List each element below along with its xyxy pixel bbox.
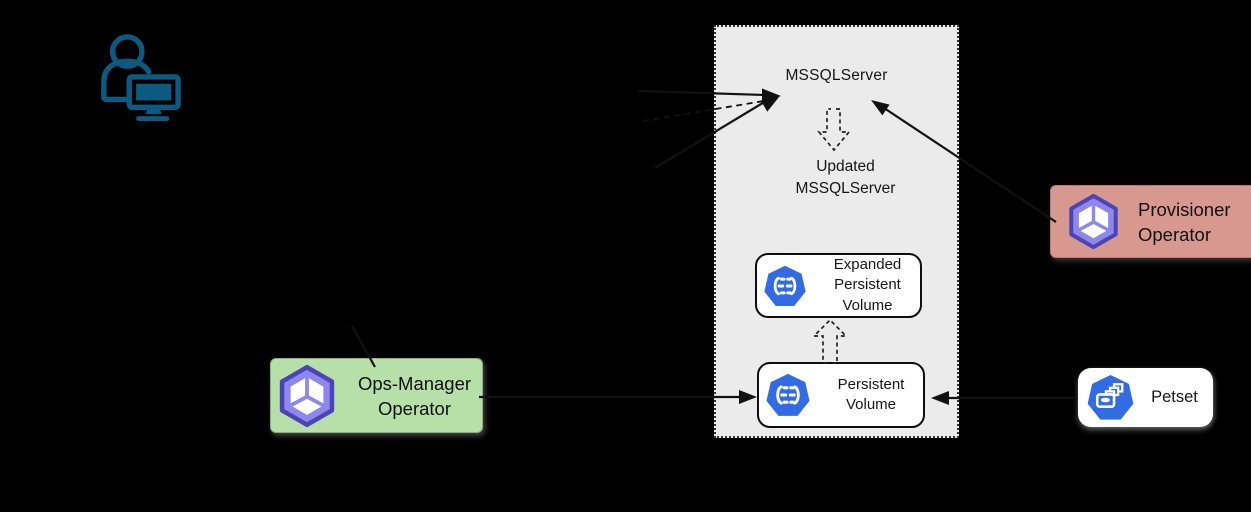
- operator-cube-icon: [1051, 193, 1130, 250]
- petset-icon: [1078, 372, 1142, 423]
- updated-mssqlserver-line2: MSSQLServer: [795, 180, 896, 197]
- persistent-volume-node: Persistent Volume: [757, 362, 925, 428]
- kubernetes-persistent-volume-icon: [759, 371, 817, 419]
- updated-mssqlserver-label: Updated MSSQLServer: [724, 156, 967, 200]
- petset-node: Petset: [1078, 368, 1213, 427]
- persistent-volume-label: Persistent Volume: [817, 375, 923, 416]
- petset-label: Petset: [1151, 388, 1198, 406]
- user-at-computer-icon: [97, 30, 183, 122]
- operator-cube-icon: [271, 364, 343, 428]
- ops-manager-operator-node: Ops-Manager Operator: [270, 358, 483, 433]
- provisioner-line1: Provisioner: [1138, 198, 1231, 220]
- mssqlserver-label: MSSQLServer: [785, 67, 888, 84]
- expanded-pv-line2: Persistent: [834, 276, 901, 294]
- provisioner-operator-node: Provisioner Operator: [1050, 185, 1251, 258]
- expanded-persistent-volume-node: Expanded Persistent Volume: [755, 253, 922, 318]
- expanded-pv-line3: Volume: [842, 296, 893, 314]
- kubernetes-persistent-volume-icon: [757, 263, 813, 309]
- ops-manager-line1: Ops-Manager: [357, 372, 472, 394]
- provisioner-line2: Operator: [1138, 223, 1212, 245]
- expanded-persistent-volume-label: Expanded Persistent Volume: [813, 255, 920, 317]
- ops-manager-line2: Operator: [377, 397, 451, 419]
- pv-line2: Volume: [845, 396, 897, 413]
- expanded-pv-line1: Expanded: [833, 255, 902, 273]
- updated-mssqlserver-line1: Updated: [816, 158, 875, 175]
- ops-manager-operator-label: Ops-Manager Operator: [343, 371, 482, 421]
- provisioner-operator-label: Provisioner Operator: [1130, 197, 1231, 247]
- pv-line1: Persistent: [837, 375, 905, 393]
